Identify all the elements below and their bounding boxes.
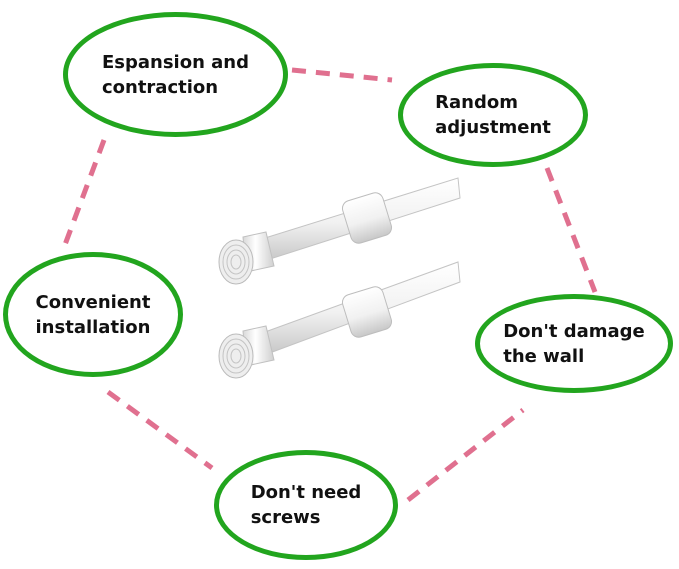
dashed-connectors xyxy=(60,67,598,502)
tension-rod-lower xyxy=(218,261,461,379)
connector-left-upper xyxy=(60,139,107,251)
connector-left-lower xyxy=(106,389,214,471)
connector-right-lower xyxy=(406,408,525,502)
feature-bubble-installation: Convenient installation xyxy=(3,252,183,377)
tension-rod-upper xyxy=(218,177,461,285)
feature-bubble-no-screws: Don't need screws xyxy=(214,450,398,560)
feature-label: Espansion and contraction xyxy=(101,51,250,98)
feature-label: Convenient installation xyxy=(35,291,151,338)
connector-top xyxy=(291,67,393,83)
connector-right-upper xyxy=(544,167,598,293)
feature-label: Random adjustment xyxy=(435,92,551,138)
feature-label: Don't need screws xyxy=(250,482,362,528)
feature-bubble-adjustment: Random adjustment xyxy=(398,63,588,167)
feature-label: Don't damage the wall xyxy=(503,320,645,367)
feature-bubble-wall-safe: Don't damage the wall xyxy=(475,294,673,393)
feature-bubble-expansion: Espansion and contraction xyxy=(63,12,288,137)
